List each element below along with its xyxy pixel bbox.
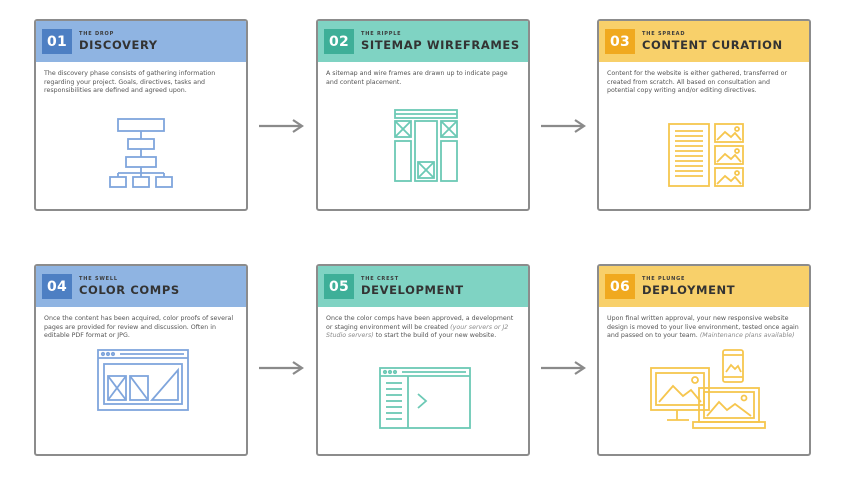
step-card-discovery: 01 THE DROP DISCOVERY The discovery phas… <box>34 19 248 211</box>
card-header: 04 THE SWELL COLOR COMPS <box>36 266 246 307</box>
step-title: COLOR COMPS <box>79 283 180 297</box>
document-images-icon <box>668 123 744 187</box>
step-number-badge: 01 <box>42 29 72 54</box>
step-number-badge: 05 <box>324 274 354 299</box>
card-header: 02 THE RIPPLE SITEMAP WIREFRAMES <box>318 21 528 62</box>
wireframe-layout-icon <box>394 109 458 182</box>
arrow-right-icon <box>259 361 304 375</box>
arrow-right-icon <box>541 119 586 133</box>
step-title: DISCOVERY <box>79 38 158 52</box>
step-description: Once the color comps have been approved,… <box>326 315 514 340</box>
card-header: 06 THE PLUNGE DEPLOYMENT <box>599 266 809 307</box>
step-number-badge: 03 <box>605 29 635 54</box>
step-card-color-comps: 04 THE SWELL COLOR COMPS Once the conten… <box>34 264 248 456</box>
card-header: 03 THE SPREAD CONTENT CURATION <box>599 21 809 62</box>
card-header: 05 THE CREST DEVELOPMENT <box>318 266 528 307</box>
step-number-badge: 06 <box>605 274 635 299</box>
arrow-right-icon <box>259 119 304 133</box>
card-header: 01 THE DROP DISCOVERY <box>36 21 246 62</box>
step-description: A sitemap and wire frames are drawn up t… <box>326 70 508 86</box>
step-description: Once the content has been acquired, colo… <box>44 315 234 340</box>
step-card-sitemap-wireframes: 02 THE RIPPLE SITEMAP WIREFRAMES A sitem… <box>316 19 530 211</box>
step-subtitle: THE PLUNGE <box>642 276 686 282</box>
step-description: Content for the website is either gather… <box>607 70 788 95</box>
step-card-development: 05 THE CREST DEVELOPMENT Once the color … <box>316 264 530 456</box>
step-title: CONTENT CURATION <box>642 38 783 52</box>
step-subtitle: THE RIPPLE <box>361 31 402 37</box>
step-subtitle: THE SWELL <box>79 276 118 282</box>
step-title: DEVELOPMENT <box>361 283 464 297</box>
step-card-deployment: 06 THE PLUNGE DEPLOYMENT Upon final writ… <box>597 264 811 456</box>
browser-comp-icon <box>97 349 189 411</box>
sitemap-hierarchy-icon <box>109 118 173 188</box>
code-editor-icon <box>379 367 471 429</box>
step-title: SITEMAP WIREFRAMES <box>361 38 520 52</box>
step-subtitle: THE CREST <box>361 276 399 282</box>
responsive-devices-icon <box>650 349 766 429</box>
step-note: (your servers or J2 Studio servers) <box>326 323 509 340</box>
step-subtitle: THE SPREAD <box>642 31 686 37</box>
step-number-badge: 04 <box>42 274 72 299</box>
step-title: DEPLOYMENT <box>642 283 736 297</box>
step-description: The discovery phase consists of gatherin… <box>44 70 216 95</box>
step-card-content-curation: 03 THE SPREAD CONTENT CURATION Content f… <box>597 19 811 211</box>
step-description: Upon final written approval, your new re… <box>607 315 799 340</box>
arrow-right-icon <box>541 361 586 375</box>
step-subtitle: THE DROP <box>79 31 115 37</box>
step-number-badge: 02 <box>324 29 354 54</box>
step-note: (Maintenance plans available) <box>699 332 795 340</box>
